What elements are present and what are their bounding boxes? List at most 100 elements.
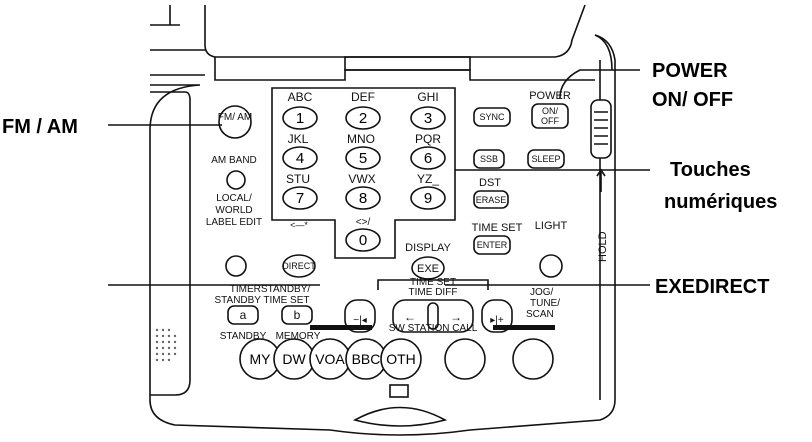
key-8-label: 8 [359,190,367,207]
standby-label: STANDBY [220,331,267,342]
direct-button[interactable] [282,254,316,278]
key-4-label: 4 [296,150,304,167]
light-label: LIGHT [535,220,568,232]
key-0-label: 0 [359,232,367,249]
station-my-label: MY [250,351,272,367]
key-letters-stu: STU [286,172,310,186]
key-0-button[interactable] [345,228,381,252]
key-3-button[interactable] [410,106,446,130]
erase-button[interactable] [473,190,509,209]
key-letters-ghi: GHI [417,90,438,104]
left-panel-inner [150,91,191,396]
key-letters-jkl: JKL [288,132,309,146]
power-callout-line [559,69,640,99]
time-diff-label: TIME DIFF [409,287,458,298]
key-letters-yz: YZ_ [417,172,439,186]
device-body-outline [149,5,616,436]
am-band-button[interactable] [226,170,246,190]
power-off-label: OFF [541,116,559,126]
key-6-button[interactable] [410,146,446,170]
touches-callout-1: Touches [670,159,751,181]
key-2-button[interactable] [345,106,381,130]
fm-am-button[interactable] [218,105,252,139]
power-callout-1: POWER [652,60,728,82]
light-button[interactable] [539,254,563,278]
tune-rocker-knob[interactable] [427,302,439,330]
key-0-symbols: <>/ [356,217,371,228]
tune-down-icon: ← [404,310,416,324]
station-oth-label: OTH [386,351,416,367]
skip-forward-button[interactable] [481,299,513,333]
exe-button-label: EXE [417,263,439,275]
key-9-label: 9 [424,190,432,207]
key-letters-mno: MNO [347,132,375,146]
b-button[interactable] [281,305,313,325]
display-label: DISPLAY [405,242,451,254]
station-blank-button-1[interactable] [444,338,486,380]
station-dw-label: DW [282,351,306,367]
sw-station-call-bar-left [310,325,372,330]
hold-switch[interactable] [590,99,612,159]
enter-button-label: ENTER [477,240,508,250]
key-7-button[interactable] [282,186,318,210]
bottom-tab [352,406,448,427]
key-1-label: 1 [296,110,304,127]
power-label: POWER [529,90,571,102]
keypad-frame [271,87,456,259]
ssb-button-label: SSB [480,154,498,164]
station-blank-button-2[interactable] [512,338,554,380]
am-band-label: AM BAND [211,155,257,166]
dst-label: DST [479,177,501,189]
lid-hinge [214,57,595,81]
key-letters-pqr: PQR [415,132,441,146]
time-set-group-label: TIME SET [410,277,456,288]
enter-button[interactable] [473,235,511,255]
hold-label: HOLD [597,231,609,262]
key-4-button[interactable] [282,146,318,170]
sw-station-call-label: SW STATION CALL [389,323,478,334]
station-oth-button[interactable] [380,338,422,380]
fm-am-button-label: FM/ AM [218,112,252,123]
timer-standby-label: TIMERSTANDBY/ [230,284,311,295]
power-callout-2: ON/ OFF [652,89,733,111]
station-bbc-label: BBC [352,351,381,367]
skip-forward-icon: ▸|+ [490,315,504,326]
scan-label: SCAN [526,309,554,320]
skip-back-button[interactable] [344,299,376,333]
time-set-label: TIME SET [472,222,523,234]
local-world-label-2: WORLD [215,205,252,216]
sleep-button-label: SLEEP [531,154,560,164]
key-1-button[interactable] [282,106,318,130]
exedirect-callout: EXEDIRECT [655,276,769,298]
memory-label: MEMORY [276,331,321,342]
right-edge [594,34,613,400]
ssb-button[interactable] [473,149,505,169]
sync-button-label: SYNC [479,112,505,122]
exe-button[interactable] [411,256,445,280]
b-button-label: b [294,308,301,322]
key-8-button[interactable] [345,186,381,210]
local-world-label-1: LOCAL/ [216,193,252,204]
local-world-button[interactable] [225,255,247,277]
key-7-label: 7 [296,190,304,207]
a-button[interactable] [227,305,259,325]
a-button-label: a [240,308,247,322]
touches-callout-2: numériques [664,191,777,213]
power-on-label: ON/ [542,106,559,116]
key-letters-abc: ABC [288,90,313,104]
power-button[interactable] [531,103,569,129]
key-9-button[interactable] [410,186,446,210]
keypad-row-3: STU VWX YZ_ 7 8 9 [282,172,446,210]
erase-button-label: ERASE [476,195,507,205]
sync-button[interactable] [473,107,511,127]
sleep-button[interactable] [527,149,565,169]
key-3-label: 3 [424,110,432,127]
key-letters-def: DEF [351,90,375,104]
bottom-indicator [389,384,409,398]
keypad-row-2: JKL MNO PQR 4 5 6 [282,132,446,170]
display-lid [204,4,586,58]
speaker-grille [155,328,177,362]
key-5-button[interactable] [345,146,381,170]
